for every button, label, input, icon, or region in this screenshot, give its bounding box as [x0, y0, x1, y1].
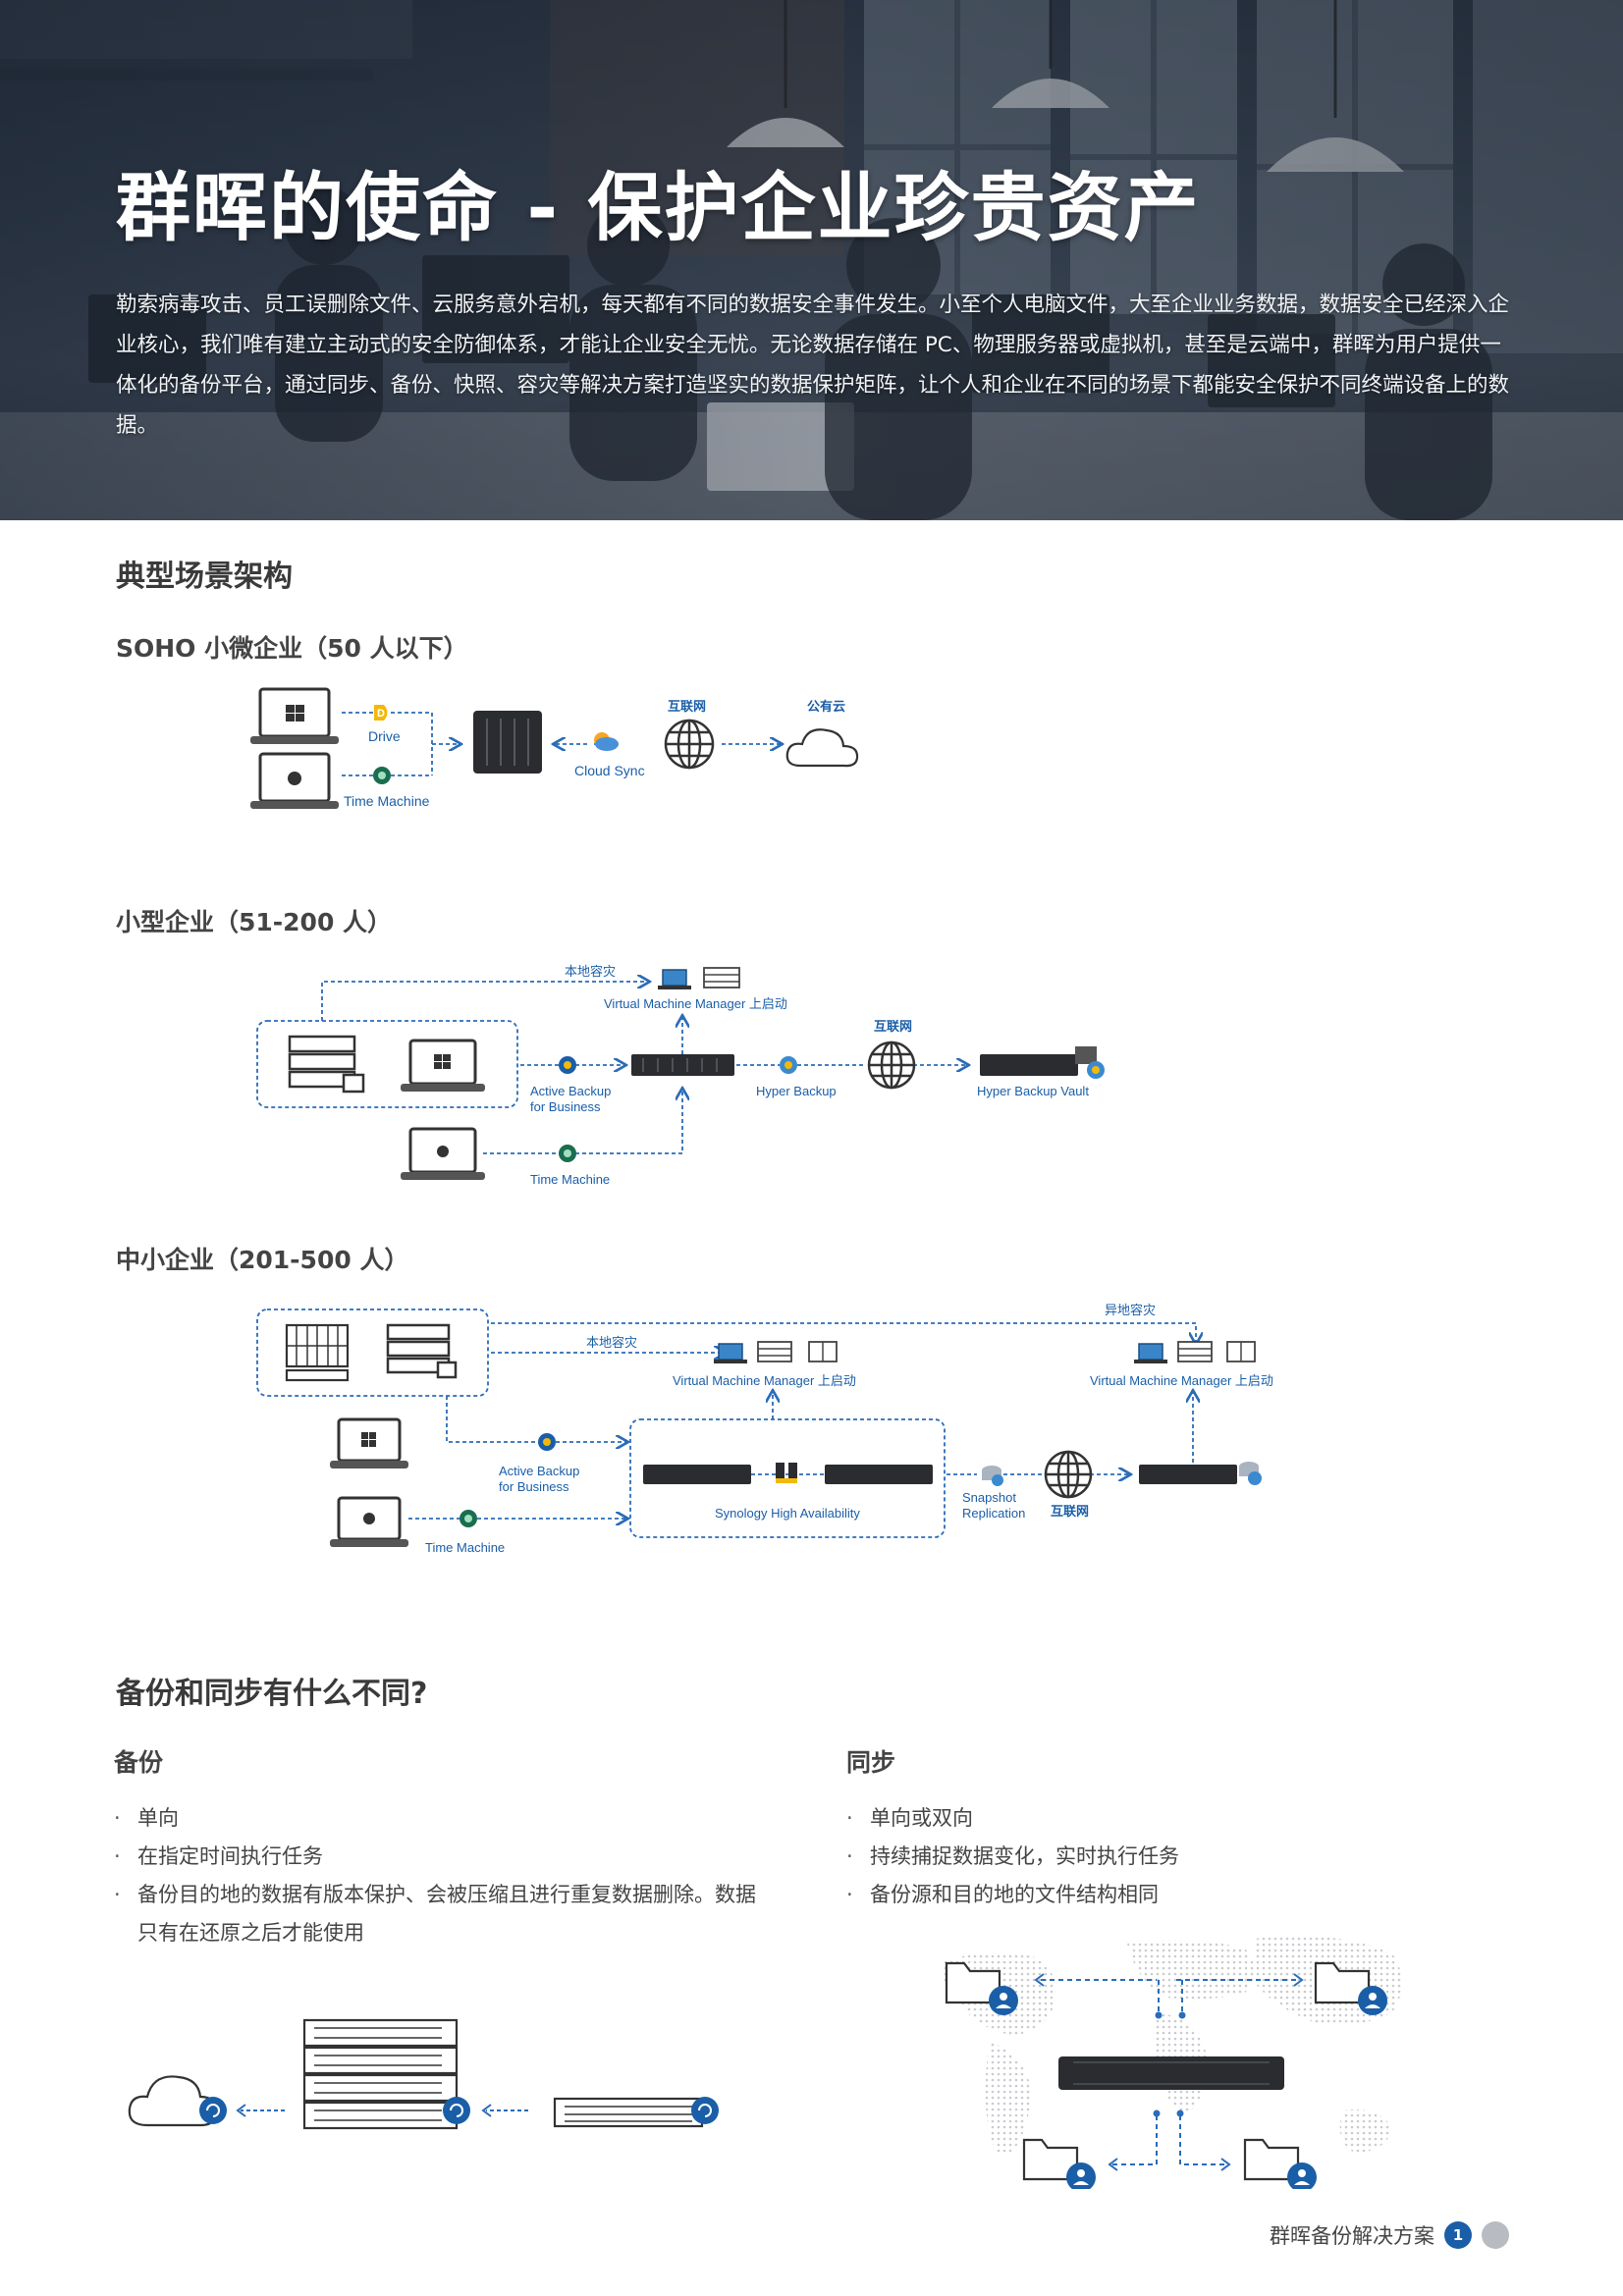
- backup-icon: [199, 2097, 227, 2124]
- smb-internet-label: 互联网: [1051, 1504, 1089, 1519]
- hyper-backup-label: Hyper Backup: [756, 1084, 837, 1098]
- nas-device-icon: [473, 711, 542, 774]
- page-number-badge: 1: [1444, 2221, 1472, 2249]
- snapshot-replication-icon: [982, 1466, 1003, 1486]
- snapshot-label-1: Snapshot: [962, 1490, 1016, 1505]
- backup-icon: [443, 2097, 470, 2124]
- soho-internet-label: 互联网: [668, 699, 706, 714]
- remote-dr-label: 异地容灾: [1105, 1303, 1156, 1317]
- smb-time-machine-label: Time Machine: [425, 1540, 505, 1555]
- vmm-icons: [1134, 1341, 1256, 1363]
- folder-user-icon: [1314, 1961, 1387, 2015]
- server-stack-icon: [386, 1323, 458, 1379]
- public-cloud-icon: [785, 728, 859, 768]
- soho-title: SOHO 小微企业（50 人以下）: [116, 634, 468, 663]
- hero-intro-text: 勒索病毒攻击、员工误删除文件、云服务意外宕机，每天都有不同的数据安全事件发生。小…: [116, 293, 1510, 438]
- windows-laptop-icon: [401, 1039, 485, 1092]
- soho-time-machine-label: Time Machine: [344, 793, 430, 809]
- source-group-box: [256, 1020, 518, 1108]
- list-item: 单向或双向: [846, 1799, 1475, 1838]
- windows-laptop-icon: [250, 687, 339, 744]
- smb-vmm-label-2: Virtual Machine Manager 上启动: [1090, 1373, 1273, 1388]
- backup-list: 单向 在指定时间执行任务 备份目的地的数据有版本保护、会被压缩且进行重复数据删除…: [114, 1799, 772, 1952]
- globe-icon: [867, 1041, 916, 1090]
- compare-section-title: 备份和同步有什么不同?: [116, 1677, 428, 1711]
- small-vmm-label: Virtual Machine Manager 上启动: [604, 996, 787, 1011]
- nas-rack-icon: [553, 2097, 704, 2128]
- small-biz-diagram: 本地容灾 Virtual Machine Manager 上启动 Active …: [256, 964, 1105, 1187]
- list-item: 单向: [114, 1799, 772, 1838]
- vmm-icons: [658, 967, 740, 989]
- folder-user-icon: [945, 1961, 1018, 2015]
- backup-icon: [691, 2097, 719, 2124]
- small-biz-title: 小型企业（51-200 人）: [116, 908, 393, 936]
- cloud-sync-label: Cloud Sync: [574, 763, 645, 778]
- folder-user-icon: [1243, 2138, 1317, 2189]
- footer-title: 群晖备份解决方案: [1270, 2224, 1434, 2248]
- cloud-sync-icon: [594, 732, 619, 751]
- public-cloud-label: 公有云: [807, 699, 845, 714]
- mac-laptop-icon: [330, 1496, 408, 1547]
- hero-banner: 群晖的使命 - 保护企业珍贵资产 勒索病毒攻击、员工误删除文件、云服务意外宕机，…: [0, 0, 1623, 520]
- smb-vmm-label-1: Virtual Machine Manager 上启动: [673, 1373, 856, 1388]
- nas-rack-stack-icon: [302, 2018, 459, 2130]
- mac-laptop-icon: [250, 752, 339, 809]
- list-item: 持续捕捉数据变化，实时执行任务: [846, 1838, 1475, 1876]
- smb-ab-label-2: for Business: [499, 1479, 569, 1494]
- drive-label: Drive: [368, 728, 401, 744]
- soho-diagram: D Drive Time Machine Cloud Sync 互联网 公有云: [250, 687, 859, 809]
- smb-ab-label-1: Active Backup: [499, 1464, 579, 1478]
- server-stack-icon: [288, 1035, 365, 1094]
- sync-heading: 同步: [846, 1748, 896, 1777]
- list-item: 在指定时间执行任务: [114, 1838, 772, 1876]
- high-availability-label: Synology High Availability: [715, 1506, 860, 1521]
- windows-laptop-icon: [330, 1417, 408, 1468]
- high-availability-nas-pair: [643, 1463, 933, 1484]
- drive-icon: D: [374, 705, 388, 721]
- arch-section-title: 典型场景架构: [116, 560, 293, 594]
- sync-illustration: [941, 1936, 1402, 2189]
- rack-nas-icon: [1058, 2056, 1284, 2090]
- page-title: 群晖的使命 - 保护企业珍贵资产: [116, 164, 1201, 251]
- mac-laptop-icon: [401, 1127, 485, 1180]
- globe-icon: [664, 719, 715, 770]
- sync-list: 单向或双向 持续捕捉数据变化，实时执行任务 备份源和目的地的文件结构相同: [846, 1799, 1475, 1914]
- backup-heading: 备份: [114, 1748, 164, 1777]
- smb-local-dr-label: 本地容灾: [586, 1335, 637, 1350]
- globe-icon: [1044, 1450, 1093, 1499]
- smb-diagram: 异地容灾 本地容灾 Virtual Machine Manager 上启动 Vi…: [256, 1303, 1273, 1555]
- page-indicator-dot: [1482, 2221, 1509, 2249]
- snapshot-label-2: Replication: [962, 1506, 1025, 1521]
- small-time-machine-label: Time Machine: [530, 1172, 610, 1187]
- page-footer: 群晖备份解决方案 1: [1270, 2220, 1509, 2250]
- blade-server-icon: [285, 1323, 350, 1382]
- folder-user-icon: [1022, 2138, 1096, 2189]
- source-group-box: [256, 1308, 489, 1397]
- vault-label: Hyper Backup Vault: [977, 1084, 1089, 1098]
- vmm-icons: [714, 1341, 838, 1363]
- backup-illustration: [128, 2018, 719, 2130]
- small-ab-label-1: Active Backup: [530, 1084, 611, 1098]
- list-item: 备份源和目的地的文件结构相同: [846, 1876, 1475, 1914]
- remote-nas-icon: [1139, 1462, 1262, 1485]
- smb-title: 中小企业（201-500 人）: [116, 1246, 409, 1274]
- small-ab-label-2: for Business: [530, 1099, 601, 1114]
- list-item: 备份目的地的数据有版本保护、会被压缩且进行重复数据删除。数据只有在还原之后才能使…: [114, 1876, 772, 1952]
- small-internet-label: 互联网: [874, 1019, 912, 1034]
- svg-text:D: D: [377, 708, 385, 720]
- rack-nas-icon: [631, 1054, 734, 1076]
- hyper-backup-vault-icon: [980, 1046, 1105, 1079]
- small-local-dr-label: 本地容灾: [565, 964, 616, 979]
- hero-overlay: [0, 0, 1623, 520]
